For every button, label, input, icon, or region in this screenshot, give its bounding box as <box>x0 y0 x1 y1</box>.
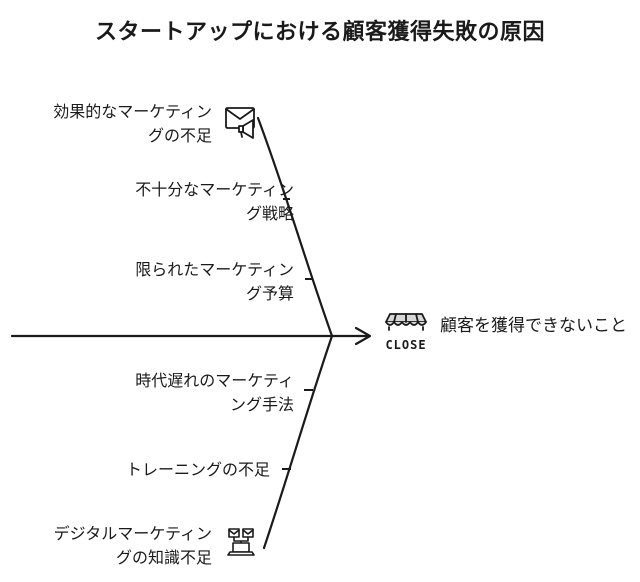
spine-arrowhead <box>354 326 372 346</box>
cause-item: 効果的なマーケティン グの不足 <box>53 100 212 148</box>
cause-item: 不十分なマーケティン グ戦略 <box>135 178 294 226</box>
spine-line <box>10 334 370 338</box>
cause-label-line1: 限られたマーケティン <box>135 260 294 279</box>
cause-label-line1: 時代遅れのマーケティ <box>135 371 294 390</box>
laptop-email-icon <box>227 528 255 556</box>
cause-label-line2: グの不足 <box>147 126 212 145</box>
email-megaphone-icon <box>225 107 255 139</box>
upper-bone-line <box>256 116 334 338</box>
cause-label-line1: デジタルマーケティン <box>53 524 212 543</box>
cause-label-line1: 効果的なマーケティン <box>53 102 212 121</box>
cause-item: 限られたマーケティン グ予算 <box>135 258 294 306</box>
closed-store-icon: CLOSE <box>385 313 427 352</box>
cause-label-line2: グ予算 <box>245 284 294 303</box>
effect-label: 顧客を獲得できないこと <box>440 316 627 336</box>
cause-label-line1: 不十分なマーケティン <box>135 180 294 199</box>
cause-item: 時代遅れのマーケティ ング手法 <box>135 369 294 417</box>
cause-label-line2: グ戦略 <box>245 204 294 223</box>
lower-bone-line <box>262 334 334 550</box>
cause-label-line2: ング手法 <box>229 395 294 414</box>
cause-item: トレーニングの不足 <box>126 458 270 482</box>
cause-label-line1: トレーニングの不足 <box>125 460 270 479</box>
cause-item: デジタルマーケティン グの知識不足 <box>54 522 212 570</box>
diagram-title: スタートアップにおける顧客獲得失敗の原因 <box>94 20 545 45</box>
close-sign-text: CLOSE <box>385 338 426 352</box>
cause-label-line2: グの知識不足 <box>115 548 212 567</box>
